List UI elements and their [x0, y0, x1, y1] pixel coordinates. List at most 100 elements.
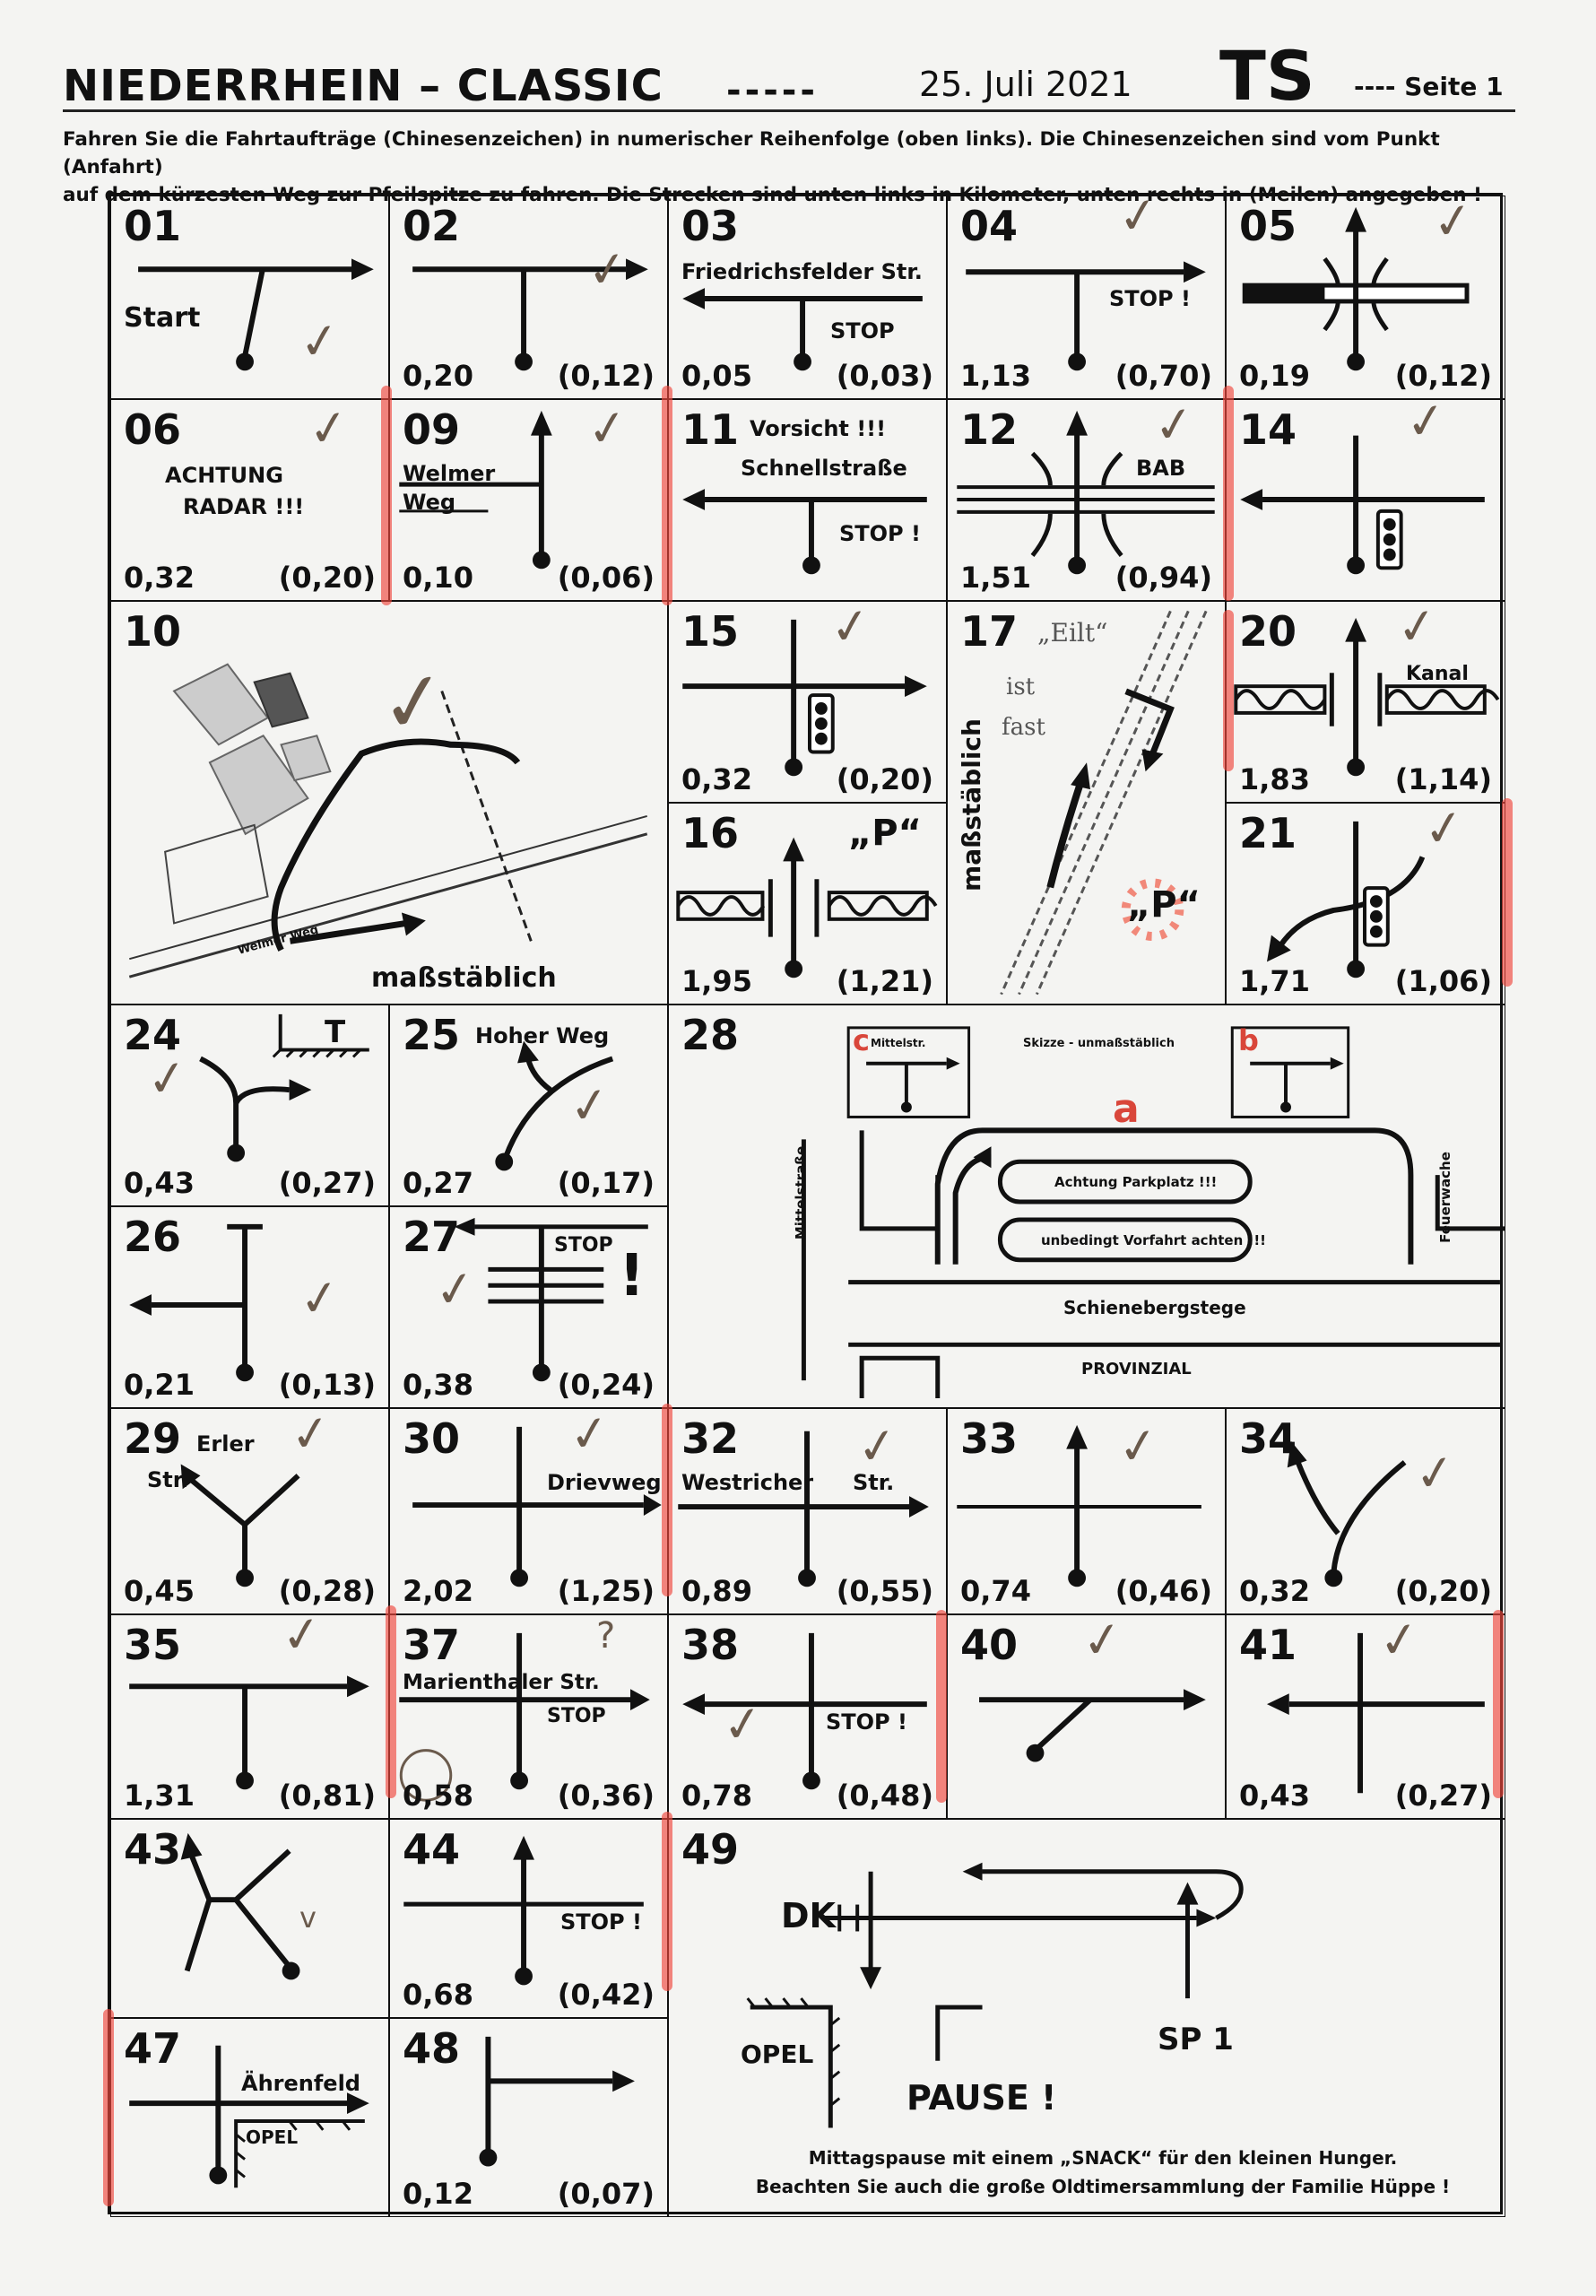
cell-10: 10 Welmer Weg maßstäblich ✓	[110, 601, 668, 1004]
route-diagram	[129, 1223, 263, 1382]
checkmark: ✓	[304, 399, 353, 459]
distance-miles: (0,55)	[836, 1574, 933, 1608]
cell-25: 25 Hoher Weg ✓ 0,27 (0,17)	[389, 1004, 668, 1206]
distance-miles: (0,07)	[557, 2177, 655, 2211]
cell-17: 17 maßstäblich „Eilt“ ist fast „P“	[947, 601, 1226, 1004]
distance-miles: (0,42)	[557, 1978, 655, 2012]
checkmark: ✓	[430, 1258, 480, 1320]
point-label-b: b	[1238, 1023, 1259, 1057]
cell-26: 26 ✓ 0,21 (0,13)	[110, 1206, 389, 1408]
cell-number: 48	[403, 2024, 461, 2073]
stop-label: STOP !	[839, 521, 921, 546]
checkmark: ✓	[718, 1693, 768, 1755]
checkpoint-label: DK	[781, 1896, 836, 1935]
distance-km: 0,45	[124, 1574, 195, 1608]
handwritten-note: ist	[1006, 674, 1036, 700]
checkmark: ✓	[1114, 1415, 1163, 1477]
start-label: Start	[124, 302, 201, 334]
distance-miles: (1,21)	[836, 964, 933, 998]
distance-miles: (0,48)	[836, 1779, 933, 1813]
distance-miles: (0,20)	[278, 561, 376, 595]
highlighter-mark	[1223, 610, 1234, 771]
cell-09: 09 Welmer Weg ✓ 0,10 (0,06)	[389, 399, 668, 601]
cell-number: 01	[124, 202, 182, 250]
street-label: Ährenfeld	[241, 2071, 360, 2096]
route-diagram	[682, 489, 927, 575]
route-diagram	[1242, 206, 1470, 371]
right-of-way-warning: unbedingt Vorfahrt achten !!!	[1041, 1232, 1267, 1248]
street-label: Drievweg	[547, 1470, 662, 1495]
cell-number: 05	[1239, 202, 1297, 250]
checkmark: ✓	[1410, 1442, 1460, 1504]
cell-number: 09	[403, 405, 461, 454]
cell-49: 49 DK OPEL PAUSE ! SP 1	[668, 1819, 1505, 2217]
cell-11: 11 Vorsicht !!! Schnellstraße STOP !	[668, 399, 947, 601]
cell-number: 04	[960, 202, 1019, 250]
stop-label: STOP !	[826, 1709, 907, 1735]
route-diagram	[399, 1632, 650, 1802]
route-diagram	[979, 1689, 1206, 1762]
checkmark: ✓	[295, 1267, 344, 1329]
route-diagram	[682, 1632, 927, 1790]
cell-01: 01 Start ✓	[110, 196, 389, 399]
cell-number: 29	[124, 1414, 182, 1463]
checkmark: ✓	[1078, 1614, 1127, 1671]
highway-label: BAB	[1136, 456, 1186, 481]
route-diagram	[412, 1426, 662, 1587]
road-label: Schnellstraße	[741, 456, 907, 481]
instruction-line-1: Fahren Sie die Fahrtaufträge (Chinesenze…	[63, 128, 1440, 178]
distance-km: 0,68	[403, 1978, 473, 2012]
distance-miles: (0,94)	[1115, 561, 1212, 595]
cell-47: 47 Ährenfeld OPEL	[110, 2018, 389, 2217]
cell-number: 12	[960, 405, 1019, 454]
handwritten-mark: v	[299, 1900, 317, 1935]
distance-km: 0,20	[403, 359, 473, 393]
distance-miles: (0,27)	[1394, 1779, 1492, 1813]
handwritten-note: fast	[1002, 714, 1045, 741]
map-sketch	[1000, 610, 1208, 996]
distance-km: 0,58	[403, 1779, 473, 1813]
cell-number: 24	[124, 1011, 182, 1059]
street-label: Welmer	[403, 461, 496, 486]
highlighter-mark	[1502, 798, 1513, 987]
distance-miles: (0,46)	[1115, 1574, 1212, 1608]
footer-line-1: Mittagspause mit einem „SNACK“ für den k…	[808, 2147, 1398, 2169]
route-diagram	[138, 258, 374, 371]
point-label-c: c	[853, 1023, 870, 1057]
task-grid: 01 Start ✓ 02 ✓ 0,20 (0,12) 03 Friedrich…	[108, 193, 1505, 2217]
footer-note: Mittagspause mit einem „SNACK“ für den k…	[735, 2144, 1470, 2201]
cell-06: 06 ACHTUNG RADAR !!! ✓ 0,32 (0,20)	[110, 399, 389, 601]
distance-miles: (0,36)	[557, 1779, 655, 1813]
street-label: Friedrichsfelder Str.	[681, 259, 923, 284]
canal-label: Kanal	[1406, 663, 1469, 685]
street-label: Weg	[403, 490, 456, 515]
cell-30: 30 Drievweg ✓ 2,02 (1,25)	[389, 1408, 668, 1614]
distance-km: 0,21	[124, 1368, 195, 1402]
route-diagram	[957, 1424, 1201, 1587]
stop-label: STOP	[554, 1234, 613, 1257]
warning-label: Vorsicht !!!	[750, 416, 887, 441]
map-sketch	[801, 1026, 1505, 1399]
checkmark: ✓	[295, 310, 344, 372]
checkmark: ✓	[583, 399, 632, 459]
parking-label: „P“	[1127, 884, 1201, 926]
route-diagram	[682, 619, 927, 777]
distance-km: 0,78	[681, 1779, 752, 1813]
cell-14: 14 ✓	[1226, 399, 1505, 601]
cell-number: 30	[403, 1414, 461, 1463]
cell-number: 40	[960, 1621, 1019, 1669]
cell-04: 04 STOP ! ✓ 1,13 (0,70)	[947, 196, 1226, 399]
cell-number: 03	[681, 202, 740, 250]
street-label: Erler	[196, 1431, 255, 1457]
cell-33: 33 ✓ 0,74 (0,46)	[947, 1408, 1226, 1614]
cell-29: 29 Erler Str. ✓ 0,45 (0,28)	[110, 1408, 389, 1614]
route-diagram	[676, 837, 938, 978]
highlighter-mark	[936, 1610, 947, 1803]
cell-number: 37	[403, 1621, 461, 1669]
cell-12: 12 BAB ✓ 1,51 (0,94)	[947, 399, 1226, 601]
sketch-note: Skizze - unmaßstäblich	[1023, 1037, 1175, 1050]
warning-label: ACHTUNG	[165, 463, 283, 488]
distance-miles: (0,20)	[1394, 1574, 1492, 1608]
cell-number: 43	[124, 1825, 182, 1874]
distance-km: 0,38	[403, 1368, 473, 1402]
